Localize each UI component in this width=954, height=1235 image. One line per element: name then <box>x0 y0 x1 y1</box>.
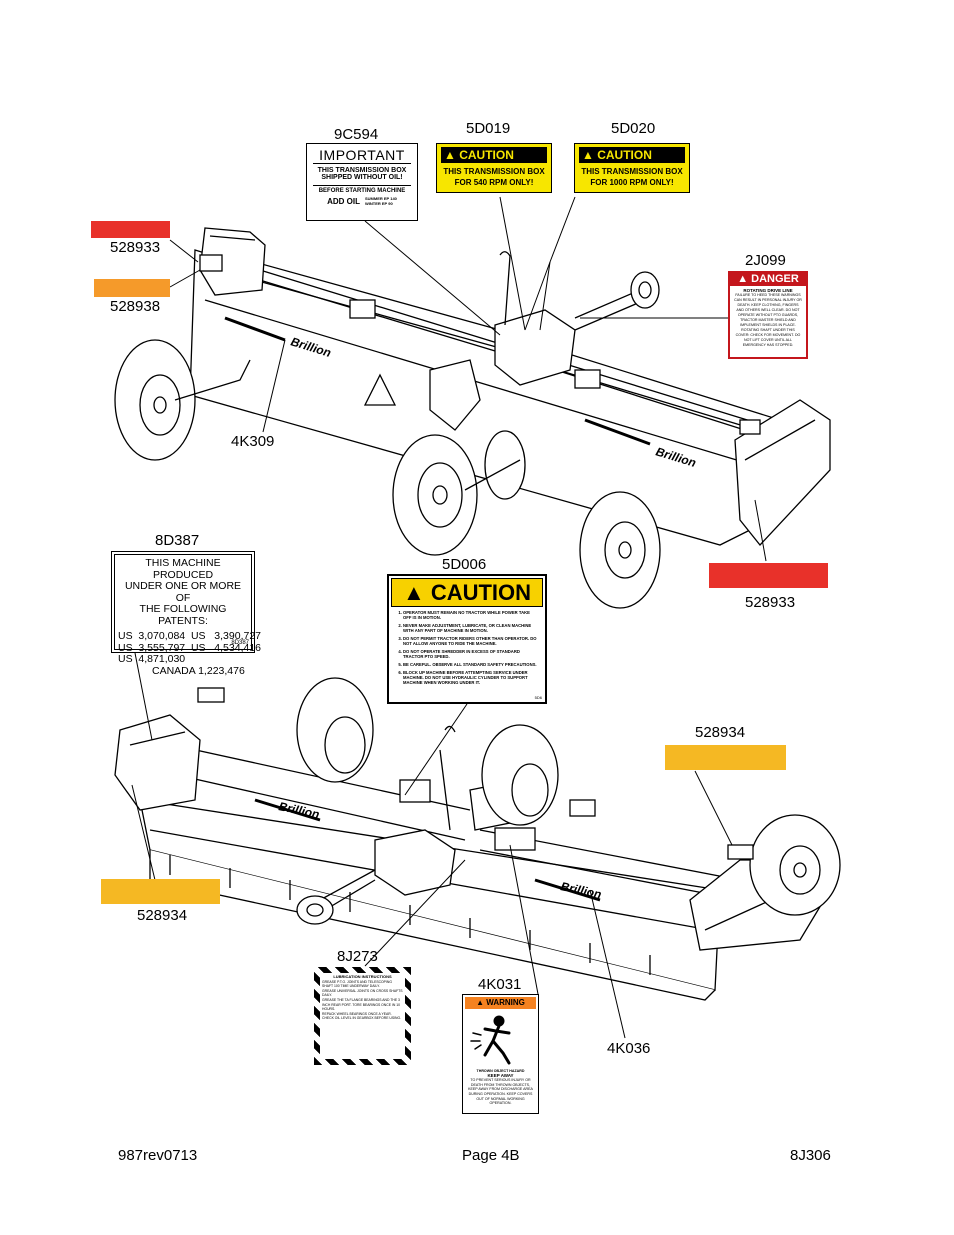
callout-4K031: 4K031 <box>478 976 522 993</box>
caution-5D019-line2: FOR 540 RPM ONLY! <box>454 178 534 187</box>
decal-danger-2J099: ▲ DANGER ROTATING DRIVE LINE FAILURE TO … <box>728 271 808 359</box>
red-reflector-patch <box>91 221 170 238</box>
yellow-reflector-patch-left <box>101 879 220 904</box>
caution-5D006-item: DO NOT OPERATE SHREDDER IN EXCESS OF STA… <box>403 649 539 659</box>
warning-header: WARNING <box>486 998 525 1007</box>
lube-item: GREASE UNIVERSAL JOINTS ON CROSS SHAFTS … <box>322 988 403 998</box>
danger-header: DANGER <box>751 273 799 285</box>
footer-page-number: Page 4B <box>462 1147 520 1164</box>
callout-528933-top: 528933 <box>110 239 161 256</box>
warning-triangle-icon: ▲ <box>582 148 598 162</box>
warning-hazard: THROWN OBJECT HAZARD <box>476 1069 525 1073</box>
danger-text: FAILURE TO HEED THESE WARNINGS CAN RESUL… <box>734 293 802 347</box>
patent-row4: CANADA 1,223,476 <box>152 664 245 677</box>
lube-item: GREASE THE TA FLANGE BEARINGS AND THE 3 … <box>322 997 401 1012</box>
danger-title: ROTATING DRIVE LINE <box>743 288 793 293</box>
important-line1: THIS TRANSMISSION BOX <box>317 167 407 174</box>
top-mower-drawing <box>114 227 831 609</box>
callout-5D019: 5D019 <box>466 120 511 137</box>
lube-item: GREASE P.T.O. JOINTS AND TELESCOPING SHA… <box>322 979 392 989</box>
warning-keep-away: KEEP AWAY <box>487 1072 514 1078</box>
important-line2: SHIPPED WITHOUT OIL! <box>321 174 403 181</box>
callout-8D387: 8D387 <box>155 532 200 549</box>
caution-5D020-line2: FOR 1000 RPM ONLY! <box>590 178 674 187</box>
orange-reflector-patch <box>94 279 170 297</box>
callout-5D006: 5D006 <box>442 556 487 573</box>
caution-5D019-header: CAUTION <box>459 148 514 162</box>
thrown-object-hazard-icon <box>470 1015 511 1065</box>
warning-triangle-icon: ▲ <box>444 148 460 162</box>
red-reflector-patch-right <box>709 563 828 588</box>
warning-triangle-icon: ▲ <box>737 273 752 285</box>
leader-lines <box>131 196 767 1039</box>
callout-4K309: 4K309 <box>231 433 275 450</box>
caution-5D006-item: BE CAREFUL. OBSERVE ALL STANDARD SAFETY … <box>403 662 539 667</box>
patent-row1: US 3,070,084 US 3,390,727 <box>118 630 262 642</box>
yellow-reflector-patch-right <box>665 745 786 770</box>
patent-row2: US 3,555,797 US 4,534,416 <box>118 641 262 654</box>
important-line3: BEFORE STARTING MACHINE <box>318 188 406 194</box>
caution-5D006-code: 5D6 <box>534 695 542 700</box>
decal-warning-4K031: ▲ WARNING THROWN OBJECT HAZARD KEEP AWAY… <box>462 994 539 1114</box>
warning-triangle-icon: ▲ <box>402 580 431 605</box>
caution-5D006-item: NEVER MAKE ADJUSTMENT, LUBRICATE, OR CLE… <box>403 623 539 633</box>
patent-line3: THE FOLLOWING PATENTS: <box>139 603 227 627</box>
lube-item: CHECK OIL LEVEL IN GEARBOX BEFORE USING. <box>322 1016 402 1021</box>
important-title: IMPORTANT <box>313 147 411 164</box>
decal-caution-5D020: ▲ CAUTION THIS TRANSMISSION BOX FOR 1000… <box>574 143 690 193</box>
patent-line2: UNDER ONE OR MORE OF <box>124 580 242 604</box>
bottom-mower-drawing <box>114 677 841 1001</box>
footer-right: 8J306 <box>790 1147 831 1164</box>
important-winter: WINTER EP 90 <box>364 201 393 206</box>
caution-5D019-line1: THIS TRANSMISSION BOX <box>443 167 545 176</box>
decal-lubrication-8J273: LUBRICATION INSTRUCTIONS GREASE P.T.O. J… <box>314 967 411 1065</box>
caution-5D006-item: BLOCK UP MACHINE BEFORE ATTEMPTING SERVI… <box>403 670 539 685</box>
caution-5D020-line1: THIS TRANSMISSION BOX <box>581 167 683 176</box>
footer-left: 987rev0713 <box>118 1147 198 1164</box>
decal-caution-5D019: ▲ CAUTION THIS TRANSMISSION BOX FOR 540 … <box>436 143 552 193</box>
patent-code: 8D387 <box>231 639 249 646</box>
lube-item: REPACK WHEEL BEARINGS ONCE A YEAR. <box>322 1011 392 1016</box>
important-add-oil: ADD OIL <box>327 196 360 206</box>
callout-2J099: 2J099 <box>745 252 786 269</box>
callout-8J273: 8J273 <box>337 948 378 965</box>
callout-528933-right: 528933 <box>745 594 796 611</box>
callout-528938: 528938 <box>110 298 161 315</box>
callout-528934-left: 528934 <box>137 907 188 924</box>
warning-triangle-icon: ▲ <box>476 998 487 1007</box>
lube-title: LUBRICATION INSTRUCTIONS <box>333 974 392 979</box>
callout-5D020: 5D020 <box>611 120 656 137</box>
callout-4K036: 4K036 <box>607 1040 651 1057</box>
patent-line1: THIS MACHINE PRODUCED <box>145 557 221 581</box>
caution-5D006-header: CAUTION <box>430 580 532 605</box>
decal-important-9C594: IMPORTANT THIS TRANSMISSION BOX SHIPPED … <box>306 143 418 221</box>
decal-patents-8D387: THIS MACHINE PRODUCED UNDER ONE OR MORE … <box>111 551 262 676</box>
callout-9C594: 9C594 <box>334 126 379 143</box>
caution-5D006-item: DO NOT PERMIT TRACTOR RIDERS OTHER THAN … <box>403 636 539 646</box>
caution-5D006-item: OPERATOR MUST REMAIN NO TRACTOR WHILE PO… <box>403 610 539 620</box>
important-summer: SUMMER EP 140 <box>364 196 397 201</box>
brillion-logo-bottom-left: Brillion <box>277 799 320 821</box>
patent-row3: US 4,871,030 <box>118 653 186 665</box>
callout-528934-right: 528934 <box>695 724 746 741</box>
warning-text: TO PREVENT SERIOUS INJURY OR DEATH FROM … <box>468 1078 533 1106</box>
decal-caution-5D006: ▲ CAUTION OPERATOR MUST REMAIN NO TRACTO… <box>387 574 547 704</box>
caution-5D020-header: CAUTION <box>597 148 652 162</box>
